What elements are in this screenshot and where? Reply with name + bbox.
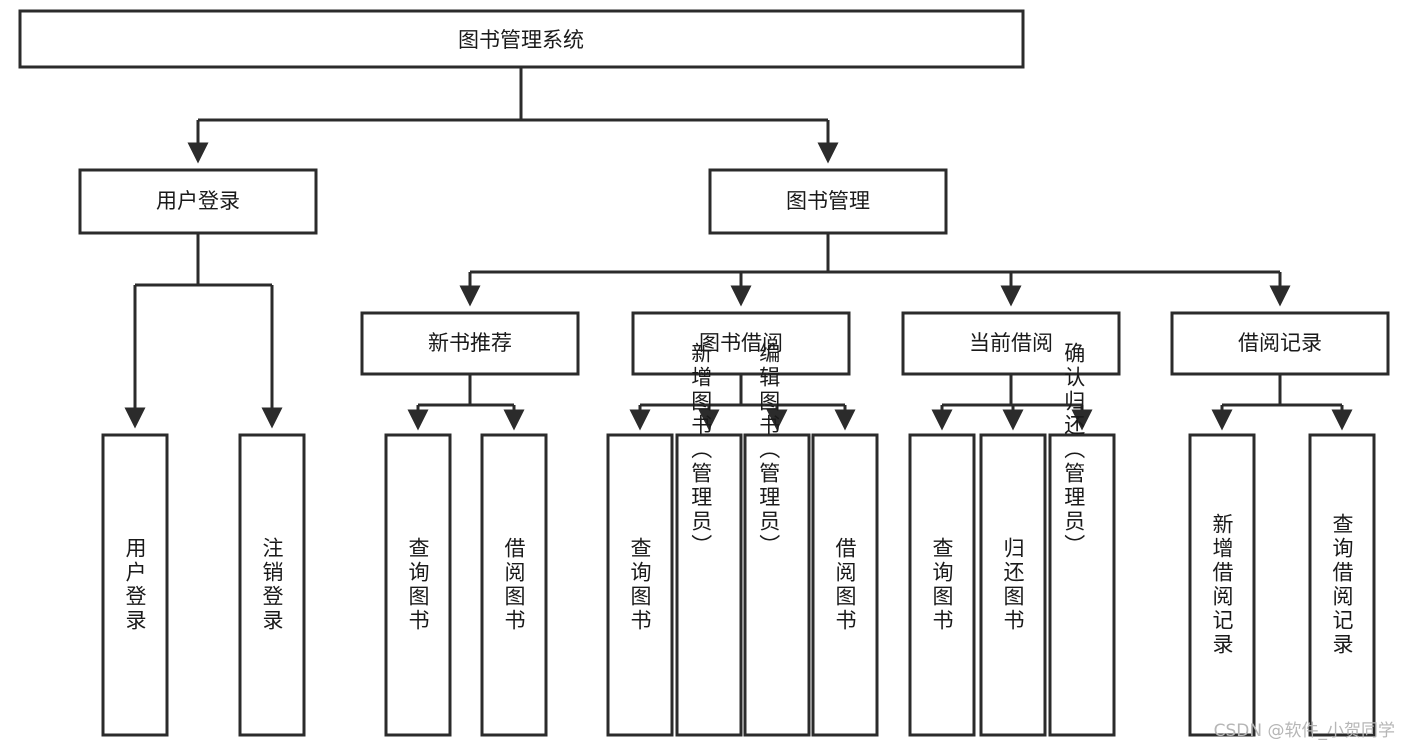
leaf-add-book-admin-box[interactable] [675,433,743,737]
leaf-edit-book-admin[interactable]: 编辑图书（管理员） [743,342,811,737]
node-new-book-recommend-label: 新书推荐 [428,331,512,355]
leaf-logout-label: 注销登录 [260,537,284,633]
node-current-borrow[interactable]: 当前借阅 [901,311,1121,376]
node-current-borrow-box[interactable] [901,311,1121,376]
node-book-borrow-label: 图书借阅 [699,331,783,355]
node-book-borrow-box[interactable] [631,311,851,376]
leaf-edit-book-admin-label: 编辑图书（管理员） [757,342,781,558]
node-book-manage-box[interactable] [708,168,948,235]
node-user-login-box[interactable] [78,168,318,235]
leaf-lend-book-box[interactable] [811,433,879,737]
edge-group-current [931,374,1093,431]
leaf-query-book-recommend-label: 查询图书 [406,537,430,633]
leaf-logout-box[interactable] [238,433,306,737]
leaf-query-book-borrow-label: 查询图书 [628,537,652,633]
node-book-borrow[interactable]: 图书借阅 [631,311,851,376]
leaf-confirm-return-admin[interactable]: 确认归还（管理员） [1048,342,1116,737]
leaf-return-book-box[interactable] [979,433,1047,737]
edge-group-root [187,67,839,164]
leaf-query-borrow-record-box[interactable] [1308,433,1376,737]
leaf-user-login-label: 用户登录 [123,537,147,633]
leaf-lend-book-label: 借阅图书 [833,537,857,633]
leaf-logout[interactable]: 注销登录 [238,433,306,737]
node-borrow-record[interactable]: 借阅记录 [1170,311,1390,376]
node-root-box[interactable] [18,9,1025,69]
leaf-query-book-recommend[interactable]: 查询图书 [384,433,452,737]
node-current-borrow-label: 当前借阅 [969,331,1053,355]
leaf-lend-book[interactable]: 借阅图书 [811,433,879,737]
leaf-add-borrow-record-box[interactable] [1188,433,1256,737]
node-book-manage-label: 图书管理 [786,189,870,213]
node-book-manage[interactable]: 图书管理 [708,168,948,235]
node-borrow-record-label: 借阅记录 [1238,331,1322,355]
leaf-return-book-label: 归还图书 [1001,537,1025,633]
leaf-query-book-current-box[interactable] [908,433,976,737]
node-root[interactable]: 图书管理系统 [18,9,1025,69]
leaf-query-book-borrow[interactable]: 查询图书 [606,433,674,737]
node-root-label: 图书管理系统 [458,28,584,52]
leaf-user-login-box[interactable] [101,433,169,737]
leaf-query-book-recommend-box[interactable] [384,433,452,737]
leaf-return-book[interactable]: 归还图书 [979,433,1047,737]
edge-group-user-login [124,233,283,429]
node-user-login-label: 用户登录 [156,189,240,213]
leaf-user-login[interactable]: 用户登录 [101,433,169,737]
edge-group-record [1211,374,1353,431]
leaf-add-book-admin-label: 新增图书（管理员） [689,342,713,558]
leaf-add-borrow-record-label: 新增借阅记录 [1210,513,1234,657]
edge-group-book-manage [459,233,1291,307]
leaf-confirm-return-admin-label: 确认归还（管理员） [1062,342,1086,558]
leaf-borrow-book-recommend-box[interactable] [480,433,548,737]
edge-group-new-book [407,374,525,431]
leaf-add-book-admin[interactable]: 新增图书（管理员） [675,342,743,737]
leaf-query-book-current[interactable]: 查询图书 [908,433,976,737]
leaf-add-borrow-record[interactable]: 新增借阅记录 [1188,433,1256,737]
node-new-book-recommend-box[interactable] [360,311,580,376]
leaf-query-book-borrow-box[interactable] [606,433,674,737]
watermark-text: CSDN @软件_小贺同学 [1213,721,1395,741]
leaf-query-book-current-label: 查询图书 [930,537,954,633]
leaf-borrow-book-recommend[interactable]: 借阅图书 [480,433,548,737]
leaf-confirm-return-admin-box[interactable] [1048,433,1116,737]
leaf-query-borrow-record[interactable]: 查询借阅记录 [1308,433,1376,737]
leaf-borrow-book-recommend-label: 借阅图书 [502,537,526,633]
node-user-login[interactable]: 用户登录 [78,168,318,235]
edge-group-borrow [629,374,856,431]
leaf-query-borrow-record-label: 查询借阅记录 [1330,513,1354,657]
node-borrow-record-box[interactable] [1170,311,1390,376]
leaf-edit-book-admin-box[interactable] [743,433,811,737]
node-new-book-recommend[interactable]: 新书推荐 [360,311,580,376]
